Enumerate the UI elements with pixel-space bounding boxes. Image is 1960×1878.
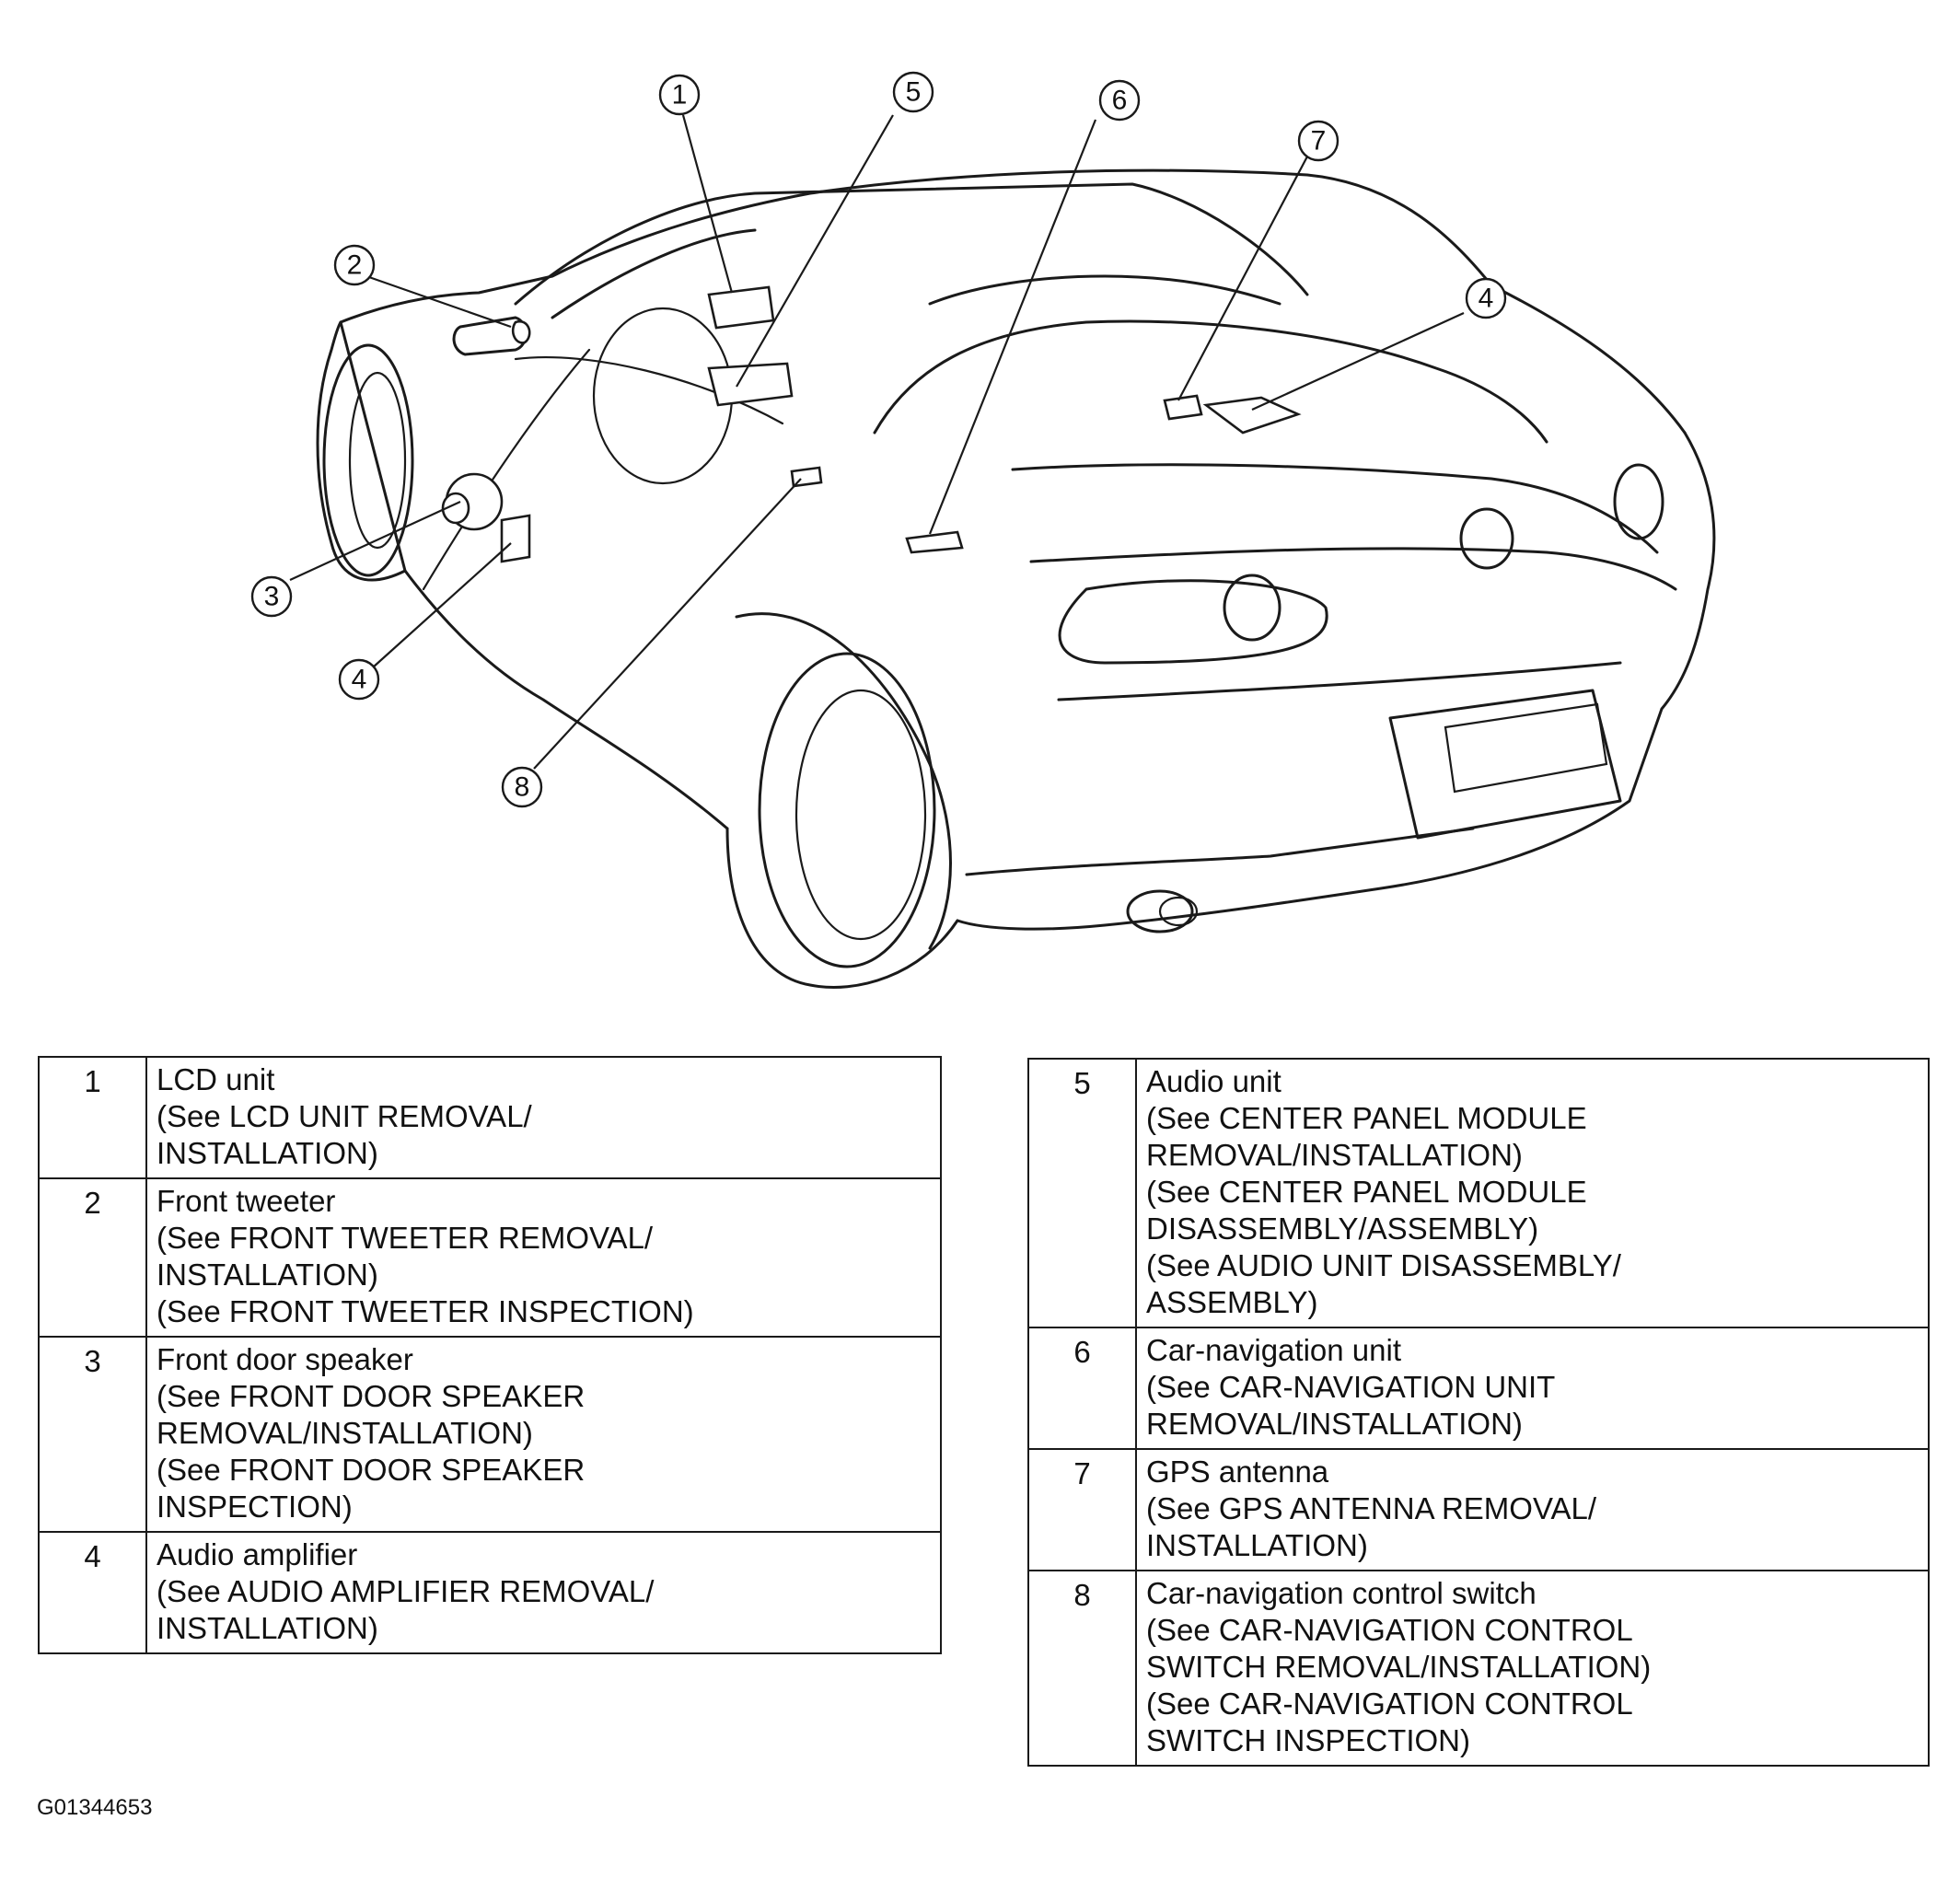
- audio-unit-part: [707, 362, 794, 407]
- part-description: Front tweeter (See FRONT TWEETER REMOVAL…: [145, 1177, 942, 1338]
- part-description: GPS antenna (See GPS ANTENNA REMOVAL/ IN…: [1135, 1448, 1930, 1571]
- callout-7: 7: [1297, 120, 1340, 162]
- table-row: 7 GPS antenna (See GPS ANTENNA REMOVAL/ …: [1027, 1448, 1930, 1571]
- front-tweeter-part: [511, 319, 531, 344]
- table-row: 5 Audio unit (See CENTER PANEL MODULE RE…: [1027, 1058, 1930, 1328]
- audio-amplifier-part-front: [500, 514, 531, 563]
- car-line-drawing: 1 2 3 4 5 6 7 4 8: [250, 71, 1716, 989]
- car-navigation-unit-part: [905, 530, 964, 554]
- table-row: 6 Car-navigation unit (See CAR-NAVIGATIO…: [1027, 1327, 1930, 1450]
- part-number: 6: [1027, 1327, 1137, 1450]
- part-number: 7: [1027, 1448, 1137, 1571]
- callout-2: 2: [333, 244, 376, 286]
- callout-5: 5: [892, 71, 934, 113]
- callout-6: 6: [1098, 79, 1141, 122]
- gps-antenna-part: [1163, 394, 1203, 421]
- part-number: 4: [38, 1531, 147, 1654]
- callout-4-front: 4: [338, 658, 380, 701]
- part-description: LCD unit (See LCD UNIT REMOVAL/ INSTALLA…: [145, 1056, 942, 1179]
- part-description: Audio amplifier (See AUDIO AMPLIFIER REM…: [145, 1531, 942, 1654]
- car-audio-location-diagram: 1 2 3 4 5 6 7 4 8: [250, 71, 1716, 989]
- car-body: [316, 168, 1716, 989]
- front-door-speaker-center: [441, 492, 470, 525]
- callout-1: 1: [658, 74, 701, 116]
- table-row: 4 Audio amplifier (See AUDIO AMPLIFIER R…: [38, 1531, 942, 1654]
- lcd-unit-part: [707, 285, 775, 330]
- svg-text:4: 4: [352, 665, 367, 695]
- part-number: 3: [38, 1336, 147, 1533]
- part-description: Audio unit (See CENTER PANEL MODULE REMO…: [1135, 1058, 1930, 1328]
- table-row: 1 LCD unit (See LCD UNIT REMOVAL/ INSTAL…: [38, 1056, 942, 1179]
- svg-text:7: 7: [1311, 126, 1327, 156]
- table-row: 8 Car-navigation control switch (See CAR…: [1027, 1570, 1930, 1767]
- svg-text:5: 5: [906, 77, 922, 108]
- callout-3: 3: [250, 575, 293, 618]
- svg-text:8: 8: [515, 772, 530, 803]
- components: [441, 285, 1302, 563]
- part-number: 8: [1027, 1570, 1137, 1767]
- svg-text:2: 2: [347, 250, 363, 281]
- audio-amplifier-part-rear: [1202, 396, 1302, 435]
- leader-lines: [289, 114, 1465, 770]
- part-number: 1: [38, 1056, 147, 1179]
- table-row: 3 Front door speaker (See FRONT DOOR SPE…: [38, 1336, 942, 1533]
- callout-4-rear: 4: [1465, 277, 1507, 319]
- parts-table-left: 1 LCD unit (See LCD UNIT REMOVAL/ INSTAL…: [38, 1056, 942, 1654]
- part-description: Car-navigation control switch (See CAR-N…: [1135, 1570, 1930, 1767]
- part-number: 5: [1027, 1058, 1137, 1328]
- part-number: 2: [38, 1177, 147, 1338]
- svg-text:6: 6: [1112, 86, 1128, 116]
- callout-8: 8: [501, 766, 543, 808]
- svg-text:1: 1: [672, 80, 688, 110]
- svg-text:3: 3: [264, 582, 280, 612]
- table-row: 2 Front tweeter (See FRONT TWEETER REMOV…: [38, 1177, 942, 1338]
- part-description: Car-navigation unit (See CAR-NAVIGATION …: [1135, 1327, 1930, 1450]
- part-description: Front door speaker (See FRONT DOOR SPEAK…: [145, 1336, 942, 1533]
- parts-table-right: 5 Audio unit (See CENTER PANEL MODULE RE…: [1027, 1058, 1930, 1767]
- figure-id: G01344653: [37, 1795, 153, 1820]
- svg-text:4: 4: [1479, 284, 1494, 314]
